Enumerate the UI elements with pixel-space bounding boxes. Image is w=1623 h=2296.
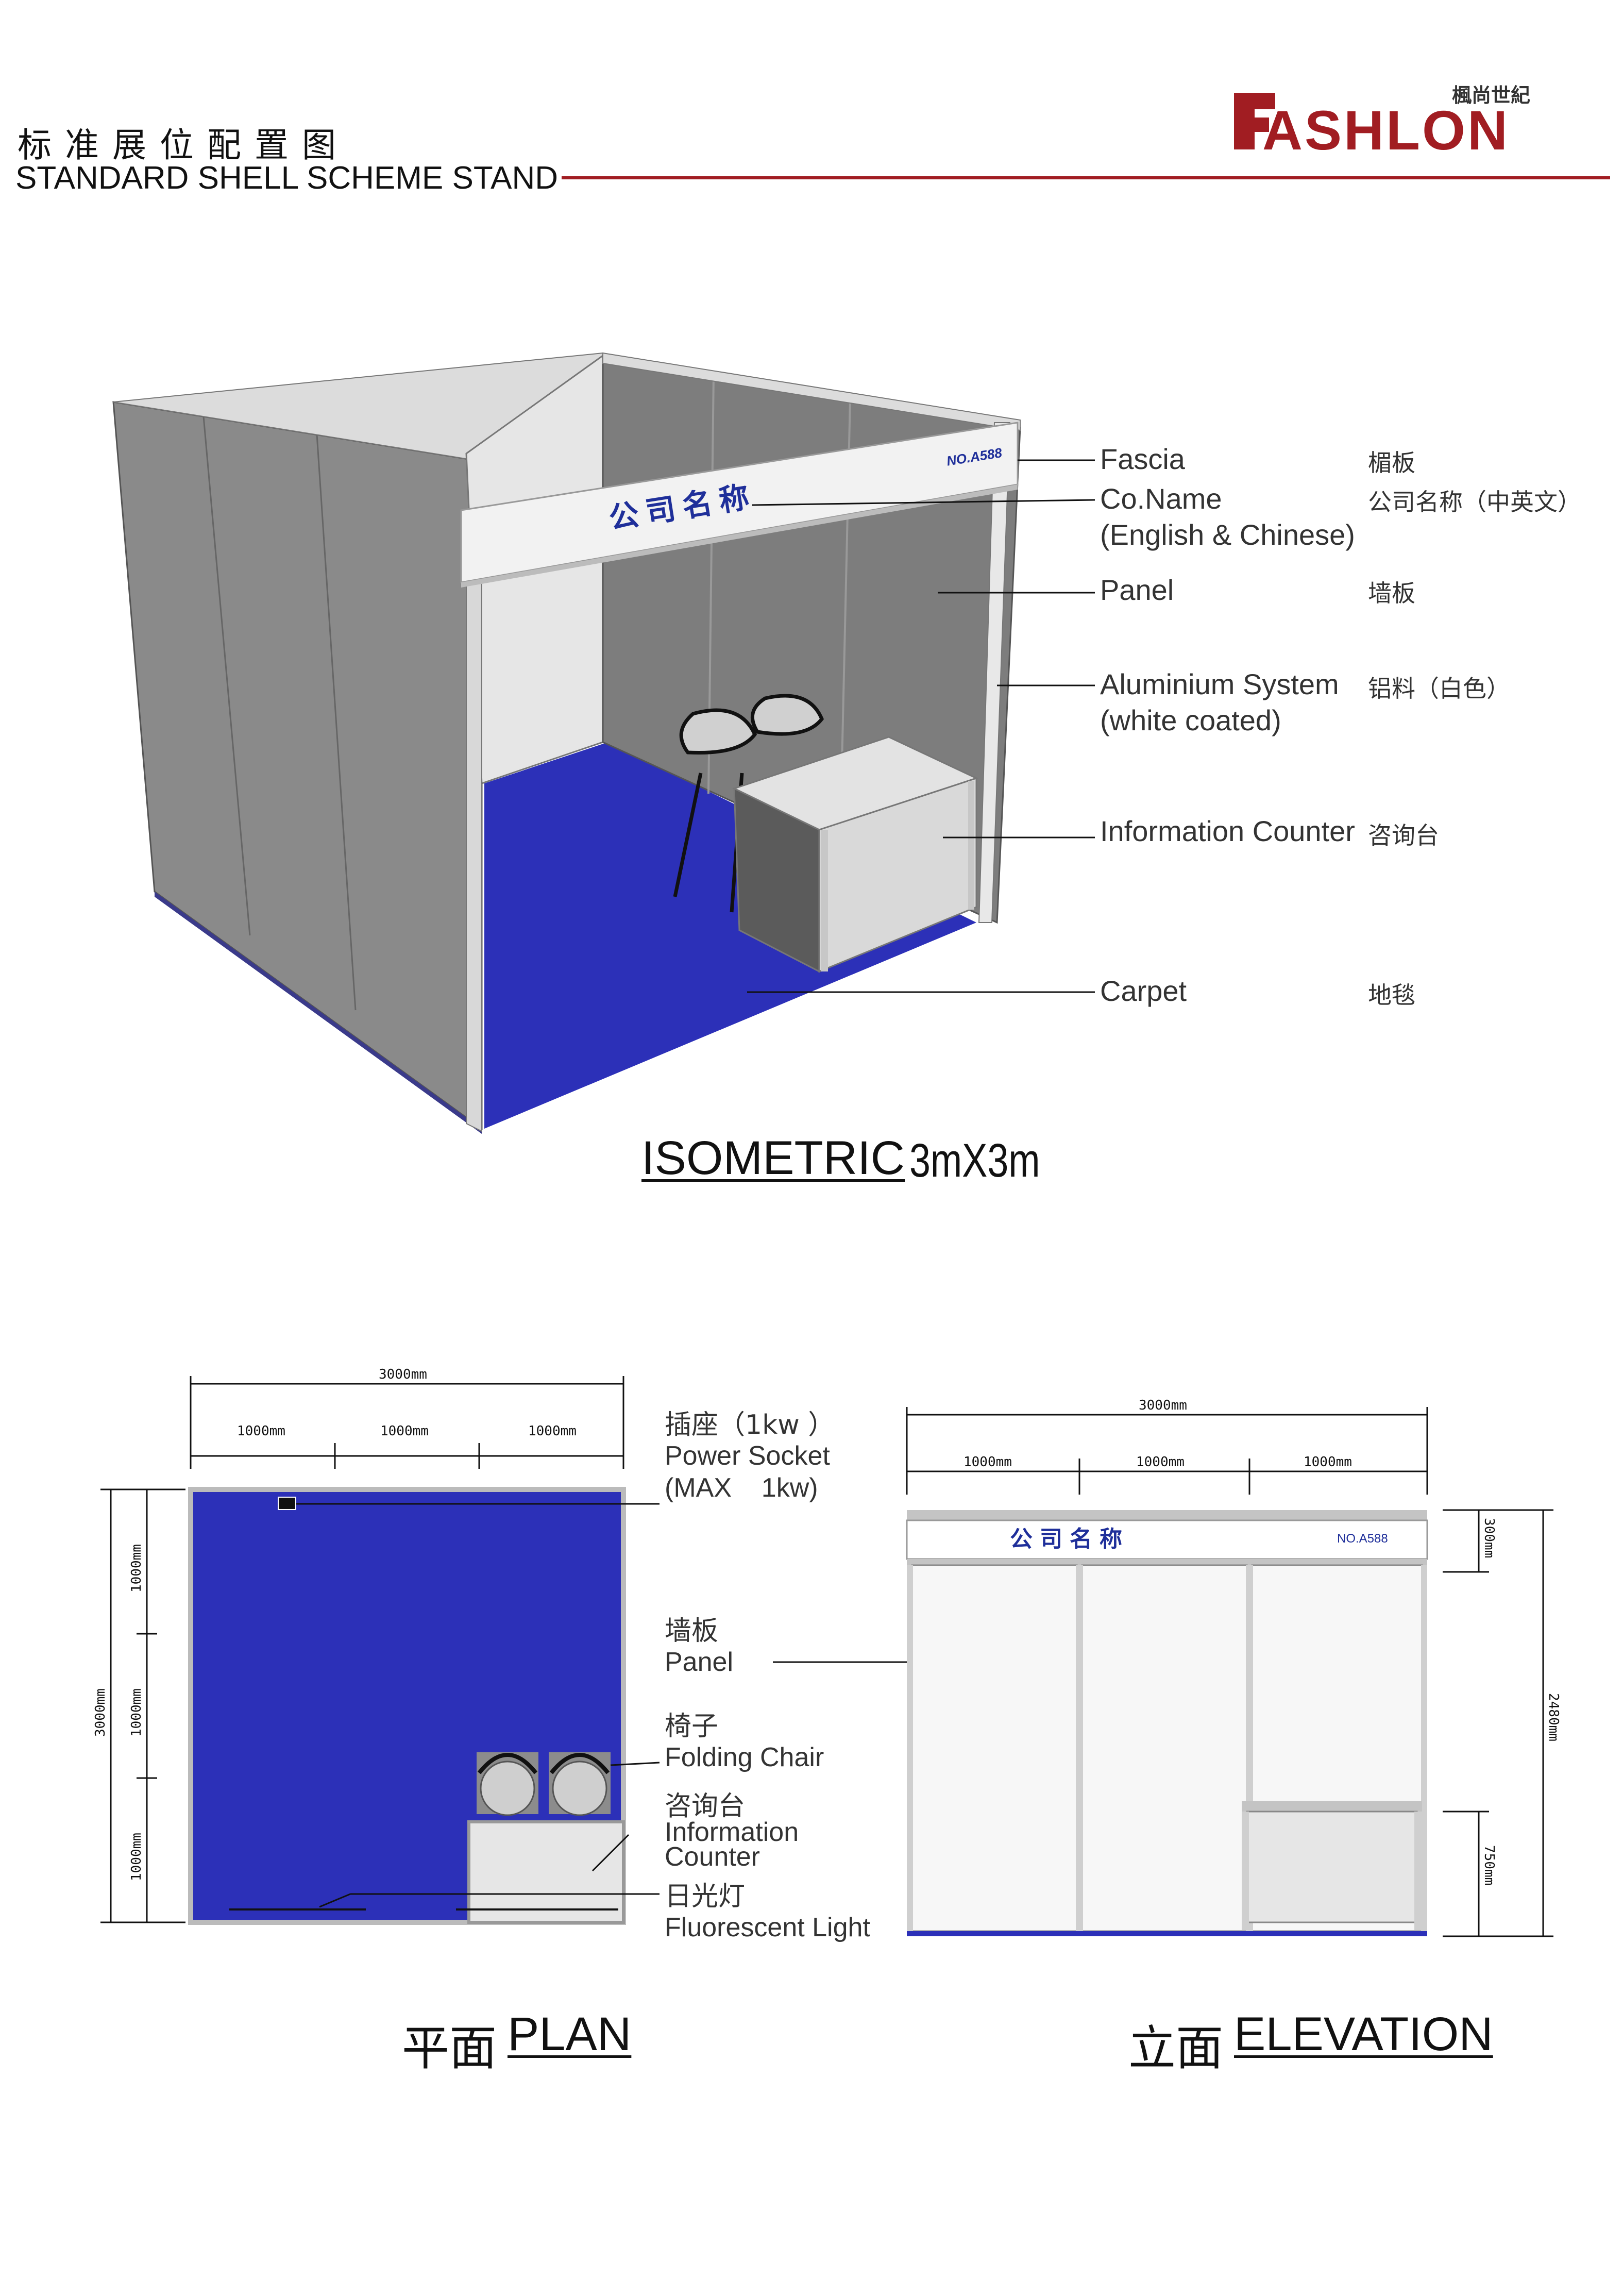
- plan-dim-total: 3000mm: [379, 1367, 427, 1382]
- isometric-caption: ISOMETRIC: [641, 1132, 905, 1184]
- plan-dim-side-3: 1000mm: [129, 1833, 144, 1881]
- plan-socket-en: Power Socket: [665, 1441, 830, 1471]
- counter-elevation: [1242, 1801, 1422, 1930]
- left-wall: [112, 401, 483, 1130]
- plan-chair-cn: 椅子: [665, 1711, 719, 1742]
- plan-counter-cn: 咨询台: [665, 1791, 746, 1822]
- isometric-view: [112, 352, 1095, 1134]
- isometric-size: 3mX3m: [909, 1134, 1040, 1187]
- elevation-fascia: [906, 1519, 1428, 1560]
- elevation-panel-1: [911, 1564, 1078, 1932]
- callout-counter-cn: 咨询台: [1368, 822, 1439, 849]
- svg-text:ASHLON: ASHLON: [1262, 99, 1510, 161]
- elevation-caption-cn: 立面: [1128, 2021, 1224, 2076]
- plan-dimensions-left: [100, 1488, 185, 1923]
- elevation-dimensions-top: [906, 1407, 1428, 1495]
- elevation-panel-2: [1081, 1564, 1248, 1932]
- page-title-en: STANDARD SHELL SCHEME STAND: [15, 160, 559, 196]
- page-title-cn: 标准展位配置图: [18, 125, 349, 165]
- callout-coname-en: Co.Name: [1100, 482, 1222, 515]
- svg-text:楓尚世紀: 楓尚世紀: [1452, 84, 1530, 107]
- elevation-caption-en: ELEVATION: [1234, 2008, 1493, 2060]
- callout-fascia-en: Fascia: [1100, 443, 1185, 475]
- elevation-dim-counter: 750mm: [1481, 1845, 1497, 1886]
- plan-dim-side-total: 3000mm: [93, 1688, 108, 1737]
- elevation-carpet-strip: [907, 1931, 1427, 1936]
- plan-dim-seg-2: 1000mm: [380, 1423, 429, 1439]
- plan-dimensions-top: [190, 1376, 624, 1469]
- iso-leader-lines: [747, 459, 1095, 993]
- elevation-fascia-number: NO.A588: [1337, 1532, 1388, 1546]
- plan-socket-max: (MAX 1kw): [665, 1473, 818, 1503]
- callout-counter-en: Information Counter: [1100, 815, 1355, 847]
- elevation-dim-seg-1: 1000mm: [963, 1454, 1012, 1470]
- callout-fascia-cn: 楣板: [1368, 449, 1415, 477]
- plan-counter-en1: Information: [665, 1817, 799, 1847]
- callout-aluminium-en: Aluminium System: [1100, 668, 1339, 700]
- information-counter-iso: [732, 736, 979, 973]
- callout-panel-en: Panel: [1100, 574, 1174, 606]
- elevation-dimensions-right: [1443, 1509, 1553, 1937]
- elevation-fascia-name: 公司名称: [1010, 1526, 1129, 1552]
- callout-carpet-en: Carpet: [1100, 975, 1187, 1007]
- plan-panel-en: Panel: [665, 1647, 733, 1677]
- callout-panel-cn: 墙板: [1368, 579, 1415, 607]
- plan-light-cn: 日光灯: [665, 1881, 746, 1912]
- elevation-dim-fascia: 300mm: [1481, 1518, 1497, 1558]
- elevation-dim-seg-3: 1000mm: [1304, 1454, 1352, 1470]
- elevation-dim-height: 2480mm: [1546, 1693, 1561, 1741]
- plan-caption-en: PLAN: [508, 2008, 632, 2060]
- callout-coname-en2: (English & Chinese): [1100, 518, 1355, 551]
- plan-caption-cn: 平面: [402, 2021, 497, 2076]
- plan-socket-cn: 插座（1kw ）: [665, 1410, 835, 1440]
- elevation-dim-seg-2: 1000mm: [1136, 1454, 1185, 1470]
- elevation-view: [906, 1407, 1553, 1937]
- plan-dim-seg-3: 1000mm: [528, 1423, 577, 1439]
- plan-counter-en2: Counter: [665, 1842, 760, 1872]
- plan-dim-side-2: 1000mm: [129, 1688, 144, 1737]
- fashion-logo: ASHLON 楓尚世紀: [1234, 84, 1530, 161]
- carpet-iso: [484, 742, 976, 1129]
- plan-view: [100, 1376, 961, 1925]
- elevation-dim-total: 3000mm: [1139, 1398, 1187, 1413]
- chairs-plan: [477, 1752, 660, 1816]
- plan-panel-cn: 墙板: [665, 1616, 719, 1647]
- power-socket-icon: [278, 1497, 296, 1510]
- callout-carpet-cn: 地毯: [1368, 981, 1415, 1009]
- plan-light-en: Fluorescent Light: [665, 1913, 870, 1942]
- plan-dim-seg-1: 1000mm: [237, 1423, 285, 1439]
- callout-coname-cn: 公司名称（中英文）: [1368, 488, 1581, 516]
- plan-dim-side-1: 1000mm: [129, 1544, 144, 1593]
- plan-chair-en: Folding Chair: [665, 1742, 824, 1772]
- callout-aluminium-en2: (white coated): [1100, 704, 1281, 736]
- counter-plan: [467, 1820, 625, 1924]
- callout-aluminium-cn: 铝料（白色）: [1368, 675, 1510, 702]
